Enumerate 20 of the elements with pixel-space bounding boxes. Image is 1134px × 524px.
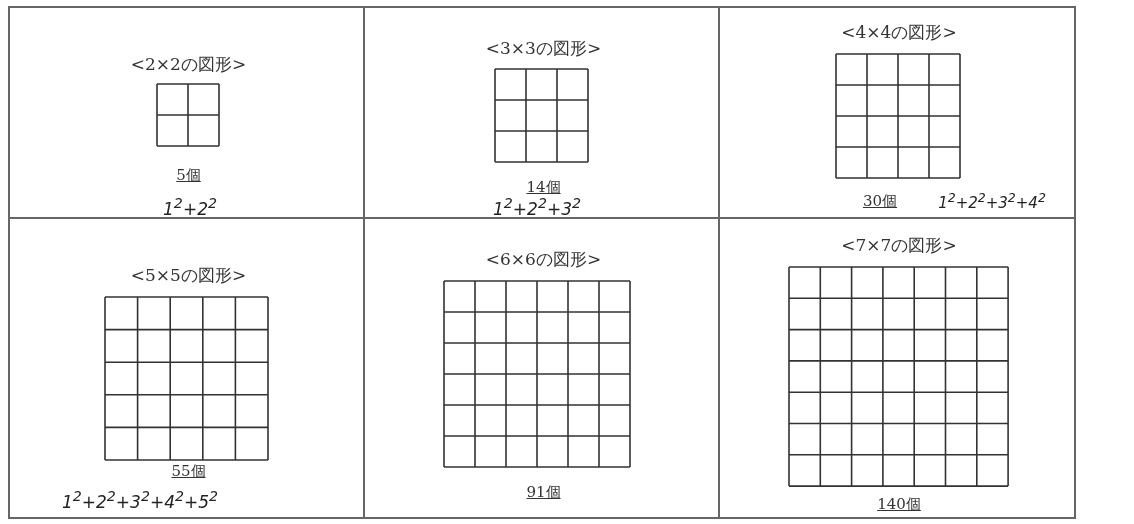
table-cell [8,217,365,519]
count-label: 140個 [877,497,921,512]
figure-title: <5×5の図形> [130,267,247,284]
count-label: 91個 [526,485,561,500]
count-label: 5個 [176,168,201,183]
handwritten-formula: 1$^{2}$+2$^{2}$+3$^{2}$+4$^{2}$ [938,192,1046,211]
figure-title: <6×6の図形> [485,251,602,268]
handwritten-formula: 1$^{2}$+2$^{2}$ [163,196,217,218]
count-label: 55個 [171,464,206,479]
figure-title: <4×4の図形> [841,24,957,41]
handwritten-formula: 1$^{2}$+2$^{2}$+3$^{2}$ [493,196,581,218]
handwritten-formula: 1$^{2}$+2$^{2}$+3$^{2}$+4$^{2}$+5$^{2}$ [61,489,219,511]
table-cell [8,6,365,219]
count-label: 14個 [526,180,561,195]
figure-title: <7×7の図形> [841,237,957,254]
table-cell [718,6,1076,219]
count-label: 30個 [862,194,898,209]
figure-title: <2×2の図形> [130,56,247,73]
table-cell [718,217,1076,519]
figure-title: <3×3の図形> [485,40,602,57]
